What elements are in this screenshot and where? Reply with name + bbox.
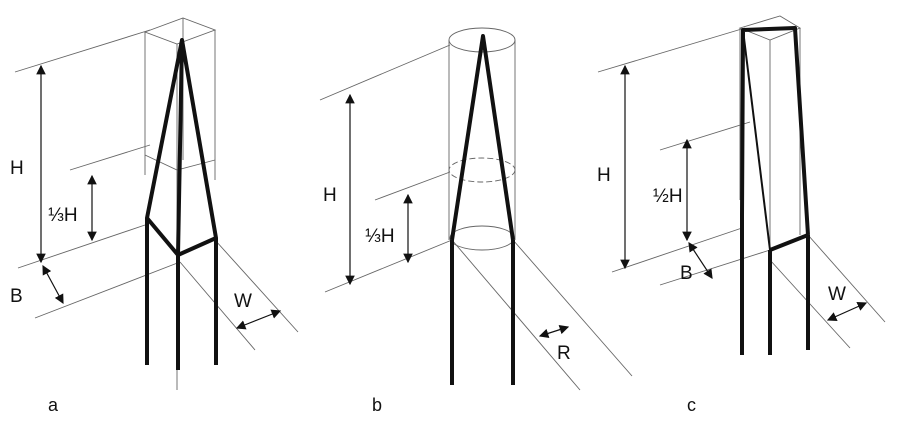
caption-b: b [372,395,383,415]
panel-a-figure [14,17,299,390]
label-b-a: B [10,286,23,307]
label-fraction-a: ⅓H [48,205,78,226]
label-fraction-c: ½H [653,186,683,207]
dimension-r-b [538,325,570,338]
label-h-a: H [10,158,24,179]
panel-c-figure [597,15,886,355]
label-h-b: H [323,185,337,206]
caption-a: a [48,395,59,415]
label-fraction-b: ⅓H [365,226,395,247]
dimension-w-c [826,302,868,321]
dimension-b-c [688,241,713,280]
dimension-b-a [42,264,64,305]
caption-c: c [687,395,696,415]
label-w-c: W [828,284,846,305]
label-h-c: H [597,165,611,186]
label-w-a: W [234,291,252,312]
label-r-b: R [557,343,571,364]
panel-b-figure [319,27,633,391]
dimension-w-a [235,309,282,330]
label-b-c: B [680,263,693,284]
